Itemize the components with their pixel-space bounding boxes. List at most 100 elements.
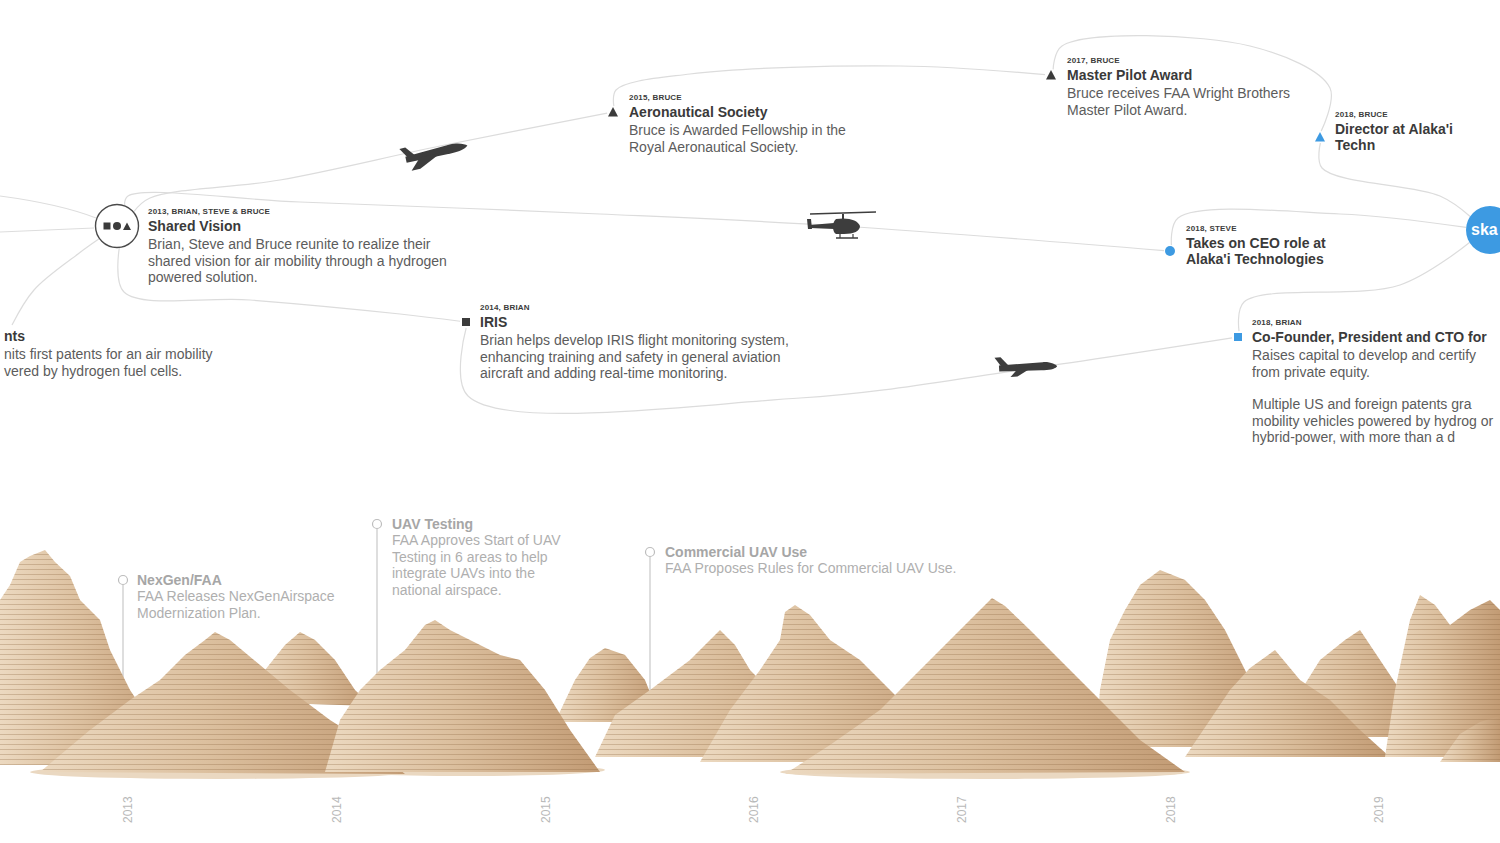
event-text: Raises capital to develop and certify fr…: [1252, 347, 1496, 380]
timeline-line: [0, 228, 94, 232]
event-marker: [1164, 245, 1176, 257]
year-label: 2018: [1164, 796, 1178, 823]
event-date: 2018, BRUCE: [1335, 110, 1388, 120]
symbol-ring: [96, 205, 139, 248]
logo-text: ska: [1471, 220, 1498, 240]
square-marker: [462, 318, 470, 326]
event-title: IRIS: [480, 314, 507, 330]
milestone-title: Commercial UAV Use: [665, 544, 807, 560]
square-marker: [1234, 333, 1242, 341]
milestone-dot: [373, 520, 382, 529]
triangle-marker: [608, 107, 618, 117]
skid-strut: [839, 234, 840, 238]
logo-circle: ska: [1466, 206, 1500, 254]
milestone-dot: [646, 548, 655, 557]
rotor: [810, 212, 876, 214]
square-symbol: [104, 223, 111, 230]
mast: [842, 214, 844, 219]
leader-line: [649, 557, 650, 700]
dot-marker: [1165, 246, 1175, 256]
helicopter-body: [833, 218, 860, 234]
event-date: 2015, BRUCE: [629, 93, 682, 103]
triangle-symbol: [123, 223, 131, 231]
mountain: [325, 620, 600, 772]
timeline-link: [12, 239, 99, 325]
tail-boom: [810, 223, 834, 229]
event-node: 2013, BRIAN, STEVE & BRUCEShared VisionB…: [94, 207, 448, 286]
mountain-strata: [1440, 716, 1500, 762]
mountain: [785, 598, 1185, 774]
team-symbol: [94, 203, 140, 249]
event-date: 2018, BRIAN: [1252, 318, 1302, 328]
airplane-tail: [995, 357, 1009, 367]
helicopter-icon: [807, 212, 876, 238]
airplane-body: [405, 141, 468, 164]
timeline-link: [613, 66, 1045, 106]
event-marker: [1232, 331, 1244, 343]
event-text: Bruce receives FAA Wright Brothers Maste…: [1067, 85, 1317, 118]
leader-line: [376, 529, 377, 690]
timeline-line: [0, 196, 96, 218]
event-marker: [607, 106, 619, 118]
event-date: 2017, BRUCE: [1067, 56, 1120, 66]
airplane-body: [999, 361, 1057, 372]
event-text: Brian, Steve and Bruce reunite to realiz…: [148, 236, 448, 286]
event-marker: [460, 316, 472, 328]
event-title: Takes on CEO role at Alaka'i Technologie…: [1186, 235, 1336, 267]
milestone-text: FAA Approves Start of UAV Testing in 6 a…: [392, 532, 572, 598]
milestone-title: NexGen/FAA: [137, 572, 222, 588]
event-node: 2018, BRIANCo-Founder, President and CTO…: [1230, 318, 1496, 446]
year-label: 2019: [1372, 796, 1386, 823]
timeline-link: [134, 113, 607, 212]
event-title: Aeronautical Society: [629, 104, 768, 120]
event-node: 2018, BRUCEDirector at Alaka'i Techn: [1312, 110, 1496, 153]
timeline-link: [1053, 36, 1331, 132]
timeline-link: [460, 328, 1232, 413]
event-text: nits first patents for an air mobility v…: [4, 346, 249, 379]
milestone-text: FAA Releases NexGenAirspace Modernizatio…: [137, 588, 362, 621]
tail-fin: [807, 219, 812, 229]
event-date: 2014, BRIAN: [480, 303, 530, 313]
triangle-marker: [1046, 70, 1056, 80]
event-text: Brian helps develop IRIS flight monitori…: [480, 332, 825, 382]
logo-disc: [1466, 206, 1500, 254]
airplane-icon: [399, 134, 470, 172]
mountain: [1185, 650, 1390, 757]
milestone-dot: [119, 576, 128, 585]
event-date: 2013, BRIAN, STEVE & BRUCE: [148, 207, 270, 217]
year-label: 2014: [330, 796, 344, 823]
airplane-icon: [995, 354, 1058, 377]
milestone-text: FAA Proposes Rules for Commercial UAV Us…: [665, 560, 957, 577]
skid: [836, 237, 858, 239]
airplane-tail: [399, 146, 415, 159]
event-node: 2014, BRIANIRIS Brian helps develop IRIS …: [458, 303, 825, 382]
event-node: 2015, BRUCEAeronautical SocietyBruce is …: [605, 93, 849, 155]
event-marker: [1314, 131, 1326, 143]
timeline-link: [1319, 143, 1470, 217]
event-title: Shared Vision: [148, 218, 241, 234]
event-date: 2018, STEVE: [1186, 224, 1237, 234]
event-title: Master Pilot Award: [1067, 67, 1192, 83]
mountain-strata: [325, 620, 600, 772]
event-node: 2017, BRUCEMaster Pilot AwardBruce recei…: [1043, 56, 1317, 118]
event-marker: [1045, 69, 1057, 81]
triangle-marker: [1315, 132, 1325, 142]
skid-strut: [852, 234, 853, 238]
mountain: [1440, 716, 1500, 762]
event-node: 2018, STEVETakes on CEO role at Alaka'i …: [1162, 224, 1336, 267]
leader-line: [122, 585, 123, 690]
year-label: 2017: [955, 796, 969, 823]
event-text: Bruce is Awarded Fellowship in the Royal…: [629, 122, 849, 155]
mountain-strata: [785, 598, 1185, 774]
year-label: 2016: [747, 796, 761, 823]
event-text: Multiple US and foreign patents gra mobi…: [1252, 396, 1496, 446]
year-label: 2013: [121, 796, 135, 823]
event-node: nts nits first patents for an air mobilit…: [4, 328, 249, 379]
event-title: Director at Alaka'i Techn: [1335, 121, 1496, 153]
mountain-strata: [1185, 650, 1390, 757]
circle-symbol: [113, 222, 121, 230]
event-title: Co-Founder, President and CTO for: [1252, 329, 1487, 345]
event-title: nts: [4, 328, 25, 344]
